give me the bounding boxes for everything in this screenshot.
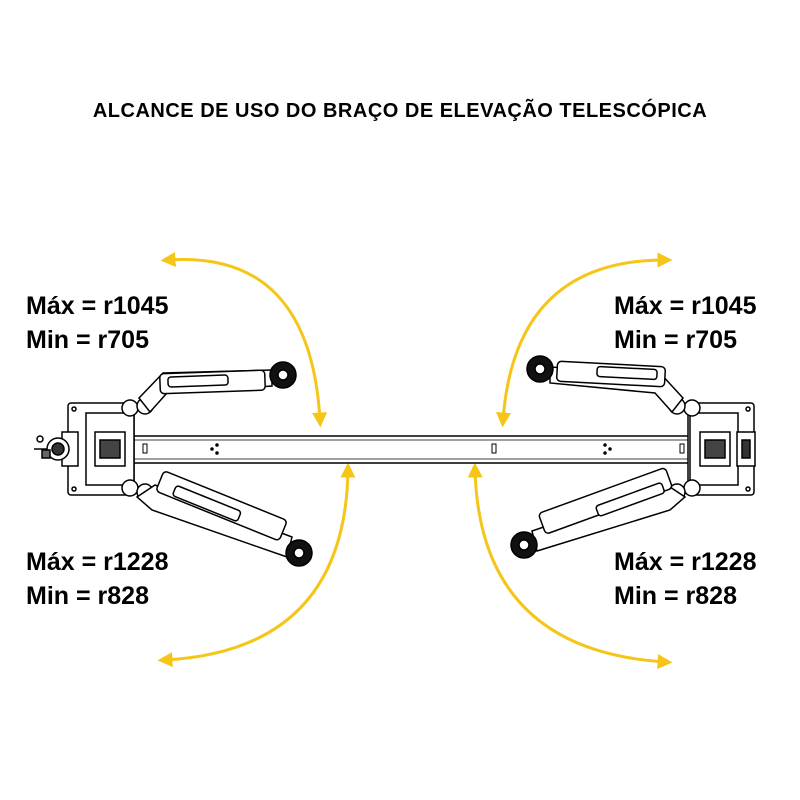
top-right-max: Máx = r1045: [614, 292, 757, 320]
left-column-base: [34, 402, 135, 496]
bottom-left-min: Min = r828: [26, 582, 149, 610]
curved-double-arrow-icon-top-right: [496, 252, 673, 428]
top-left-range-label: Máx = r1045 Min = r705: [26, 289, 168, 357]
swing-arm-icon-bottom-left: [121, 471, 313, 567]
right-column-base: [687, 402, 756, 496]
top-left-min: Min = r705: [26, 326, 149, 354]
bottom-left-range-label: Máx = r1228 Min = r828: [26, 545, 168, 613]
bottom-right-min: Min = r828: [614, 582, 737, 610]
top-right-range-label: Máx = r1045 Min = r705: [614, 289, 756, 357]
top-right-min: Min = r705: [614, 326, 737, 354]
swing-arm-icon-bottom-right: [510, 467, 701, 559]
top-left-max: Máx = r1045: [26, 292, 169, 320]
swing-arm-icon-top-right: [526, 355, 701, 417]
swing-arm-icon-top-left: [121, 361, 297, 417]
page-title: ALCANCE DE USO DO BRAÇO DE ELEVAÇÃO TELE…: [92, 100, 708, 122]
curved-double-arrow-icon-bottom-right: [467, 462, 673, 669]
curved-double-arrow-icon-top-left: [160, 251, 328, 428]
bottom-right-range-label: Máx = r1228 Min = r828: [614, 545, 756, 613]
bottom-right-max: Máx = r1228: [614, 548, 757, 576]
curved-double-arrow-icon-bottom-left: [157, 462, 356, 668]
bottom-left-max: Máx = r1228: [26, 548, 169, 576]
main-beam: [127, 435, 695, 464]
